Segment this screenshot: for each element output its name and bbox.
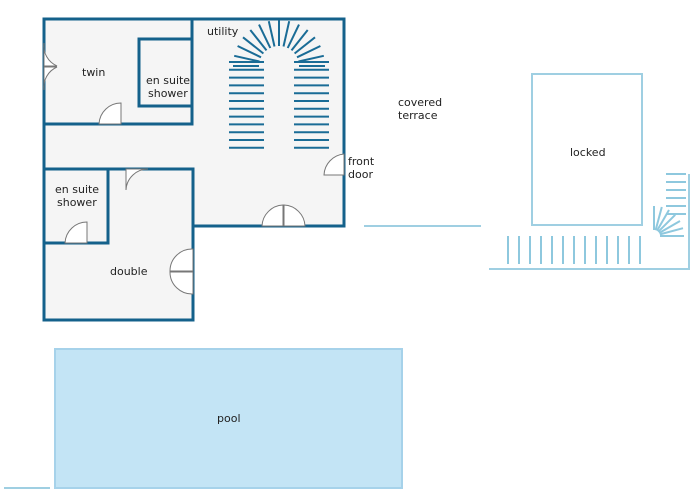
label-pool: pool	[217, 412, 241, 425]
twin-closet-door[interactable]	[43, 42, 58, 91]
outdoor-step	[657, 214, 676, 233]
double-room-door[interactable]	[125, 168, 149, 191]
label-covered: covered	[398, 96, 442, 109]
staircase	[229, 20, 329, 149]
stair-winder	[237, 45, 262, 59]
double-closet-door[interactable]	[169, 248, 194, 295]
label-door: door	[348, 168, 373, 181]
label-terrace: terrace	[398, 109, 438, 122]
outdoor-step	[658, 220, 681, 234]
terrace-double-door[interactable]	[261, 204, 306, 227]
label-locked: locked	[570, 146, 606, 159]
stair-winder	[296, 45, 321, 59]
label-double: double	[110, 265, 148, 278]
twin-room-wall	[42, 17, 194, 126]
outdoor-step	[659, 227, 684, 236]
stair-winder	[249, 29, 268, 52]
locked-building	[531, 73, 643, 226]
stair-winder	[298, 54, 325, 63]
label-utility: utility	[207, 25, 239, 38]
ensuite-bottom-door[interactable]	[64, 221, 88, 244]
label-en-suite-top-1: en suite	[146, 74, 190, 87]
stair-winder	[286, 24, 300, 49]
label-en-suite-bottom-2: shower	[57, 196, 97, 209]
stair-winder	[242, 36, 265, 55]
outdoor-steps	[507, 173, 686, 264]
label-en-suite-top-2: shower	[148, 87, 188, 100]
ensuite-top-wall	[137, 37, 194, 108]
stair-winder	[267, 20, 276, 47]
label-en-suite-bottom-1: en suite	[55, 183, 99, 196]
stair-winder	[233, 54, 260, 63]
label-front: front	[348, 155, 375, 168]
double-room-top-wall	[42, 167, 195, 228]
stair-winder	[293, 36, 316, 55]
twin-room-door[interactable]	[98, 102, 122, 125]
label-twin: twin	[82, 66, 105, 79]
outdoor-steps-outline	[489, 174, 690, 270]
pool	[54, 348, 403, 489]
outdoor-step	[654, 206, 663, 231]
stair-winder	[282, 20, 291, 47]
stair-winder	[258, 24, 272, 49]
front-door[interactable]	[323, 153, 345, 176]
stair-winder	[290, 29, 309, 52]
